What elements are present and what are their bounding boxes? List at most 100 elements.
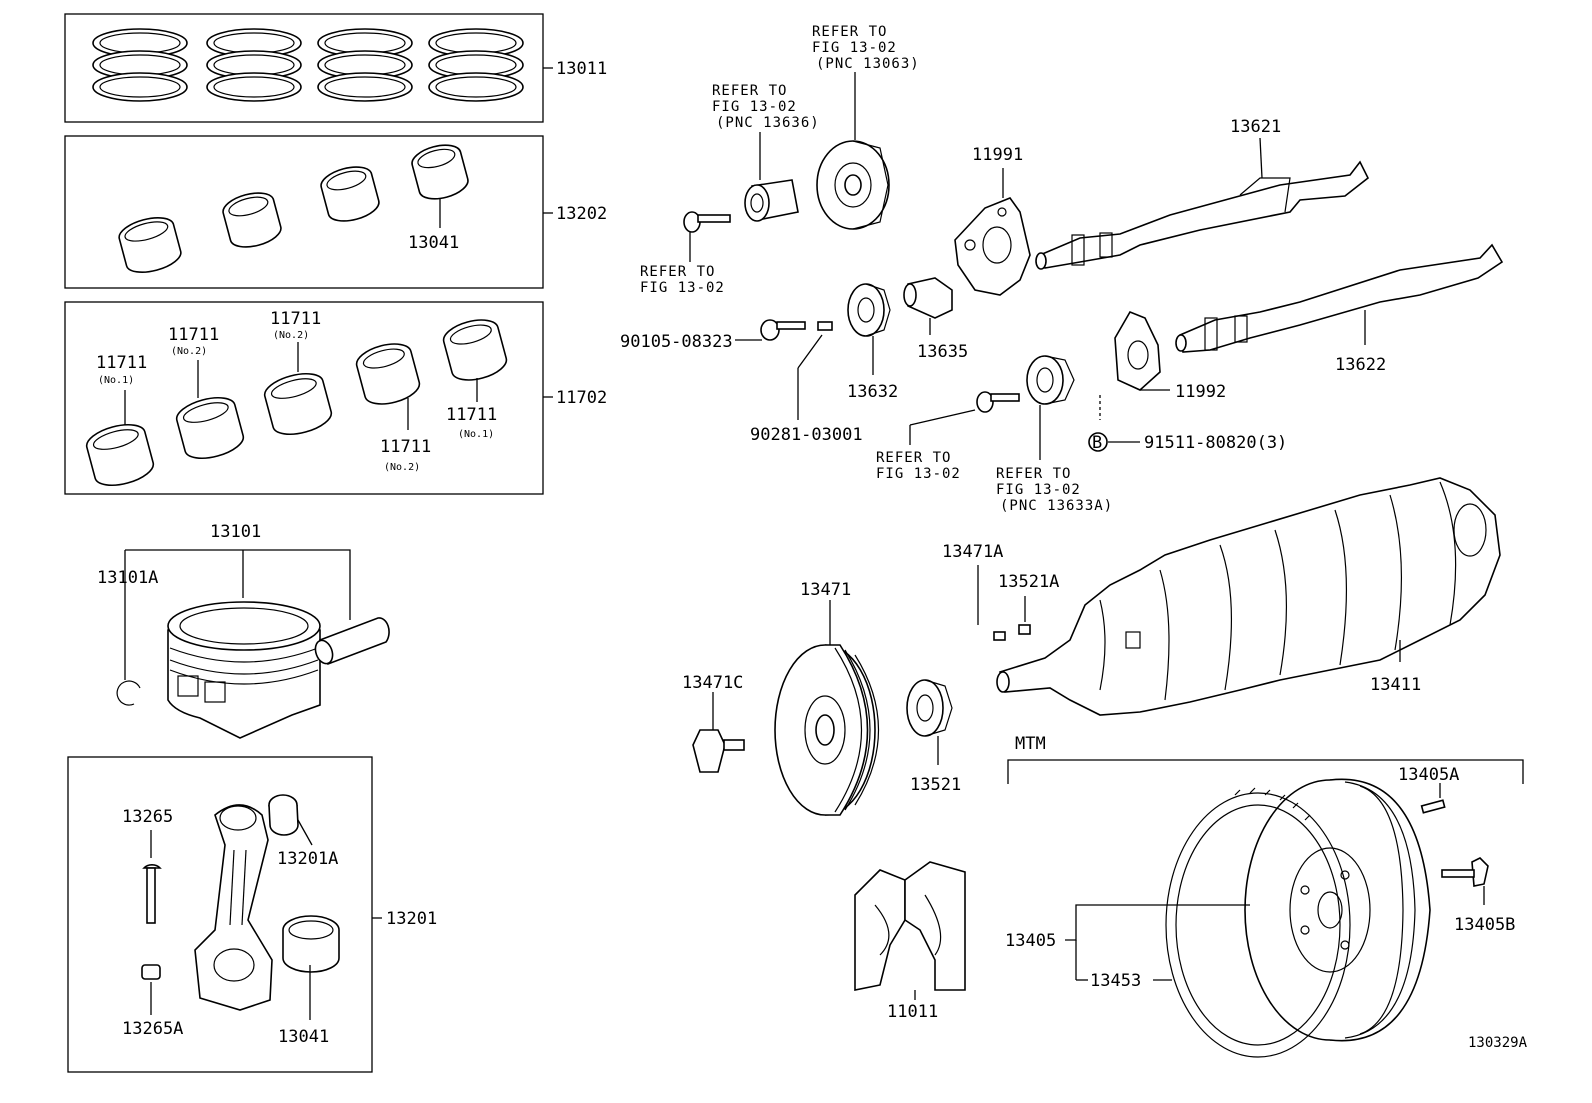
ref-bolt-2: REFER TO FIG 13-02 [876, 450, 961, 482]
svg-text:FIG 13-02: FIG 13-02 [812, 40, 897, 56]
pin-90281-drawing [817, 321, 833, 331]
label-11711-a-note: (No.1) [98, 375, 134, 386]
label-13453: 13453 [1090, 971, 1141, 991]
svg-text:FIG 13-02: FIG 13-02 [876, 466, 961, 482]
label-13405: 13405 [1005, 931, 1056, 951]
camshaft-13621-drawing [1035, 160, 1370, 270]
label-13405B: 13405B [1454, 915, 1515, 935]
label-13622: 13622 [1335, 355, 1386, 375]
ref-bolt-1: REFER TO FIG 13-02 [640, 264, 725, 296]
svg-text:REFER TO: REFER TO [996, 466, 1071, 482]
label-11711-a: 11711 [96, 353, 147, 373]
label-11711-c: 11711 [270, 309, 321, 329]
svg-text:(PNC 13636): (PNC 13636) [716, 115, 820, 131]
label-13265: 13265 [122, 807, 173, 827]
bolt-ref2-drawing [976, 391, 1020, 413]
label-11011: 11011 [887, 1002, 938, 1022]
box-main-bearings [64, 301, 544, 495]
cam-gear-13632-drawing [847, 283, 891, 337]
sprocket-13633a-drawing [1026, 355, 1075, 405]
label-13411: 13411 [1370, 675, 1421, 695]
bushing-13635-drawing [903, 277, 953, 319]
label-13471: 13471 [800, 580, 851, 600]
label-11991: 11991 [972, 145, 1023, 165]
svg-text:(PNC 13063): (PNC 13063) [816, 56, 920, 72]
cam-sprocket-drawing [816, 140, 890, 230]
crank-pulley-drawing [774, 644, 879, 816]
label-13521A: 13521A [998, 572, 1059, 592]
flywheel-bolt-drawing [1441, 857, 1489, 887]
snap-ring-drawing [116, 680, 141, 706]
label-90281: 90281-03001 [750, 425, 863, 445]
label-13621: 13621 [1230, 117, 1281, 137]
label-13471C: 13471C [682, 673, 743, 693]
label-13635: 13635 [917, 342, 968, 362]
label-13011: 13011 [556, 59, 607, 79]
label-13041-top: 13041 [408, 233, 459, 253]
flywheel-drawing [1244, 778, 1431, 1042]
label-11711-d: 11711 [380, 437, 431, 457]
ref-13636: REFER TO FIG 13-02 (PNC 13636) [712, 83, 820, 131]
cam-plate-11991-drawing [954, 197, 1031, 296]
pulley-bolt-drawing [692, 729, 745, 773]
drawing-code: 130329A [1468, 1035, 1528, 1051]
marker-b: B [1092, 433, 1102, 453]
label-11711-b: 11711 [168, 325, 219, 345]
label-13101: 13101 [210, 522, 261, 542]
crankshaft-drawing [996, 477, 1501, 716]
label-11711-e-note: (No.1) [458, 429, 494, 440]
label-11702: 11702 [556, 388, 607, 408]
label-13202: 13202 [556, 204, 607, 224]
svg-text:REFER TO: REFER TO [640, 264, 715, 280]
label-11992: 11992 [1175, 382, 1226, 402]
svg-text:FIG 13-02: FIG 13-02 [640, 280, 725, 296]
rod-nut-drawing [141, 964, 161, 980]
svg-text:FIG 13-02: FIG 13-02 [996, 482, 1081, 498]
ref-13063: REFER TO FIG 13-02 (PNC 13063) [812, 24, 920, 72]
box-connecting-rod [67, 756, 373, 1073]
sprocket-bolt-drawing [683, 211, 731, 233]
piston-pin-drawing [314, 617, 390, 666]
label-13265A: 13265A [122, 1019, 183, 1039]
rod-bearing-drawing [282, 915, 340, 973]
box-rod-bearings [64, 135, 544, 289]
cam-bushing-drawing [744, 179, 799, 222]
main-bearing-set-drawing [85, 319, 508, 487]
label-90105: 90105-08323 [620, 332, 733, 352]
label-13405A: 13405A [1398, 765, 1459, 785]
label-11711-c-note: (No.2) [273, 330, 309, 341]
crank-sprocket-drawing [906, 679, 953, 737]
label-11711-d-note: (No.2) [384, 462, 420, 473]
label-11711-b-note: (No.2) [171, 346, 207, 357]
svg-text:REFER TO: REFER TO [812, 24, 887, 40]
pin-bushing-drawing [268, 794, 299, 836]
svg-text:REFER TO: REFER TO [876, 450, 951, 466]
label-13201A: 13201A [277, 849, 338, 869]
label-13521: 13521 [910, 775, 961, 795]
ref-13633a: REFER TO FIG 13-02 (PNC 13633A) [996, 466, 1113, 514]
label-11711-e: 11711 [446, 405, 497, 425]
svg-text:REFER TO: REFER TO [712, 83, 787, 99]
label-13041-bottom: 13041 [278, 1027, 329, 1047]
rod-bearing-set-drawing [118, 144, 469, 273]
dowel-pin-drawing [1420, 799, 1446, 814]
piston-ring-set-drawing [92, 28, 524, 102]
mtm-label: MTM [1015, 734, 1046, 754]
svg-text:FIG 13-02: FIG 13-02 [712, 99, 797, 115]
piston-drawing [167, 601, 321, 739]
rod-bolt-drawing [142, 864, 162, 924]
svg-text:(PNC 13633A): (PNC 13633A) [1000, 498, 1113, 514]
thrust-washer-drawing [854, 861, 966, 991]
bolt-90105-drawing [760, 319, 806, 341]
label-13101A: 13101A [97, 568, 158, 588]
camshaft-13622-drawing [1175, 243, 1504, 353]
label-91511: 91511-80820(3) [1144, 433, 1287, 453]
label-13471A: 13471A [942, 542, 1003, 562]
ring-gear-drawing [1165, 787, 1351, 1058]
cam-plate-11992-drawing [1114, 310, 1161, 391]
label-13632: 13632 [847, 382, 898, 402]
connecting-rod-drawing [194, 804, 273, 1011]
label-13201: 13201 [386, 909, 437, 929]
